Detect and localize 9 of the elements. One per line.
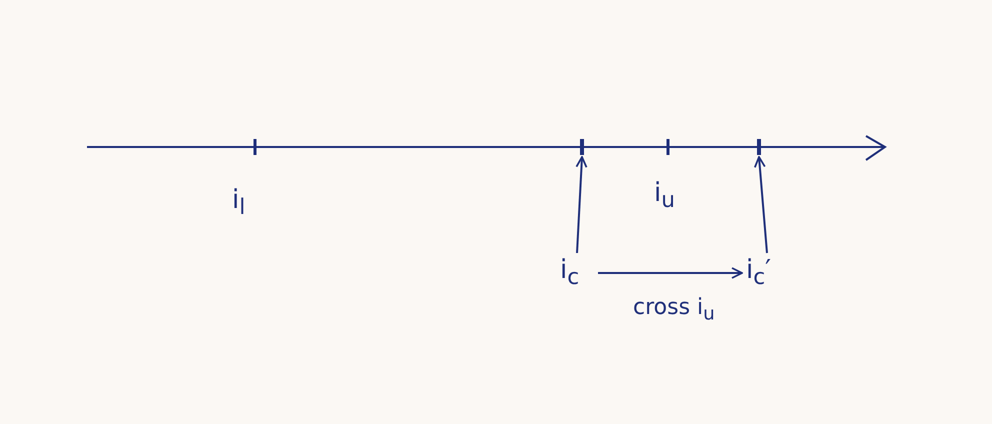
variable-label: i$_{u}$ [654, 178, 675, 216]
tick-mark [580, 139, 584, 155]
variable-label: i$_{l}$ [232, 185, 246, 222]
variable-label: i$_{c}$′ [746, 255, 788, 291]
arrow [576, 156, 588, 254]
arrow [754, 156, 768, 254]
variable-label: i$_{c}$ [560, 255, 594, 291]
arrow [598, 267, 743, 279]
tick-mark [757, 139, 761, 155]
